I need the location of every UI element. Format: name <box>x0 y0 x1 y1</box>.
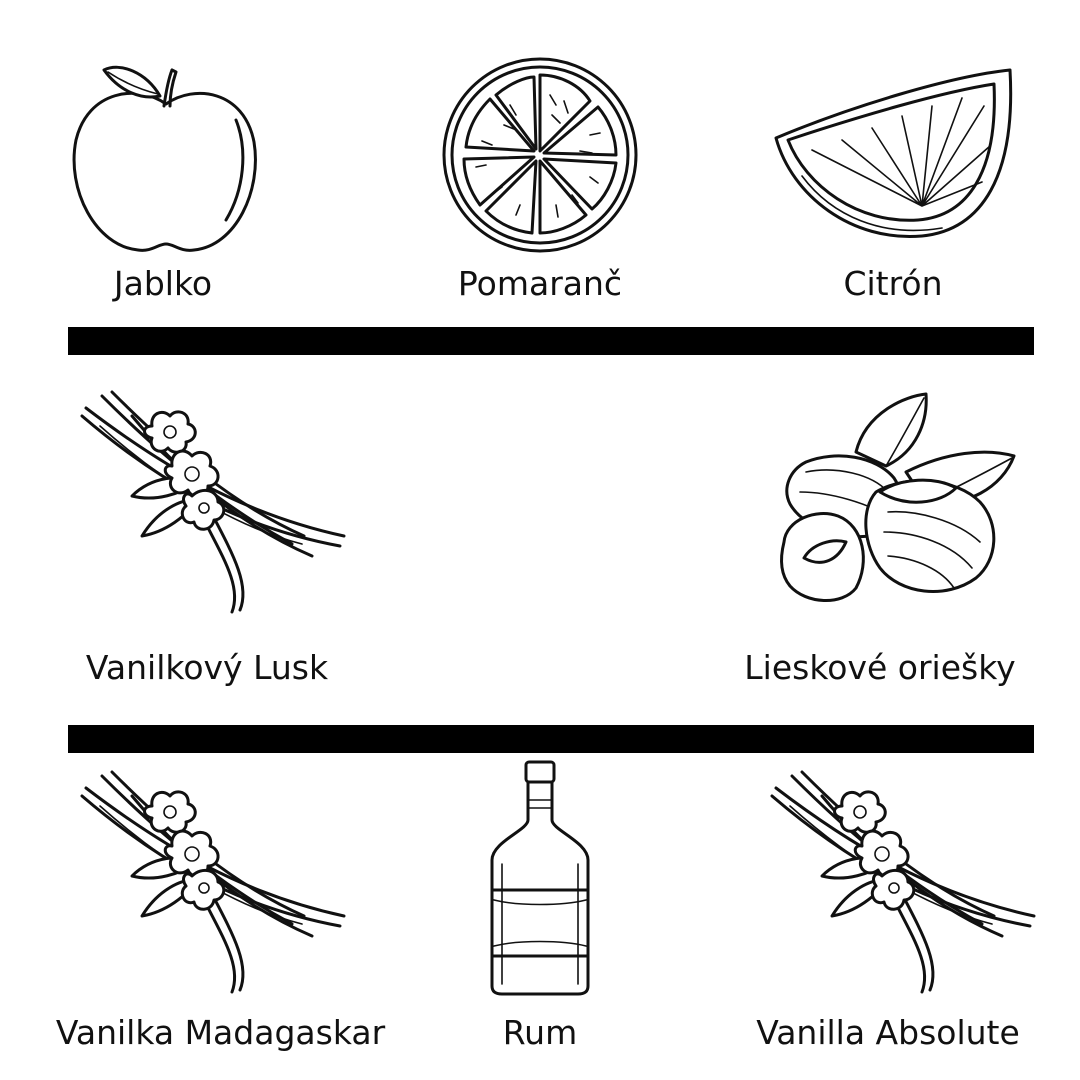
hazelnut-icon <box>776 392 1016 608</box>
vanilla-pod-icon <box>72 766 346 994</box>
orange-slice-icon <box>440 55 640 255</box>
vanilla-pod-icon <box>762 766 1036 994</box>
section-divider <box>68 327 1034 355</box>
apple-icon <box>68 60 264 256</box>
ingredient-label-rum: Rum <box>502 1013 578 1052</box>
ingredient-label-orange: Pomaranč <box>457 264 623 303</box>
ingredient-label-apple: Jablko <box>113 264 213 303</box>
ingredient-label-vanilla-madagascar: Vanilka Madagaskar <box>55 1013 386 1052</box>
ingredient-label-hazelnut: Lieskové oriešky <box>744 648 1016 687</box>
ingredient-label-vanilla-pod: Vanilkový Lusk <box>85 648 329 687</box>
section-divider <box>68 725 1034 753</box>
lemon-wedge-icon <box>772 66 1016 242</box>
vanilla-pod-icon <box>72 386 346 614</box>
ingredient-label-lemon: Citrón <box>843 264 943 303</box>
rum-bottle-icon <box>488 760 592 996</box>
ingredient-label-vanilla-absolute: Vanilla Absolute <box>756 1013 1020 1052</box>
